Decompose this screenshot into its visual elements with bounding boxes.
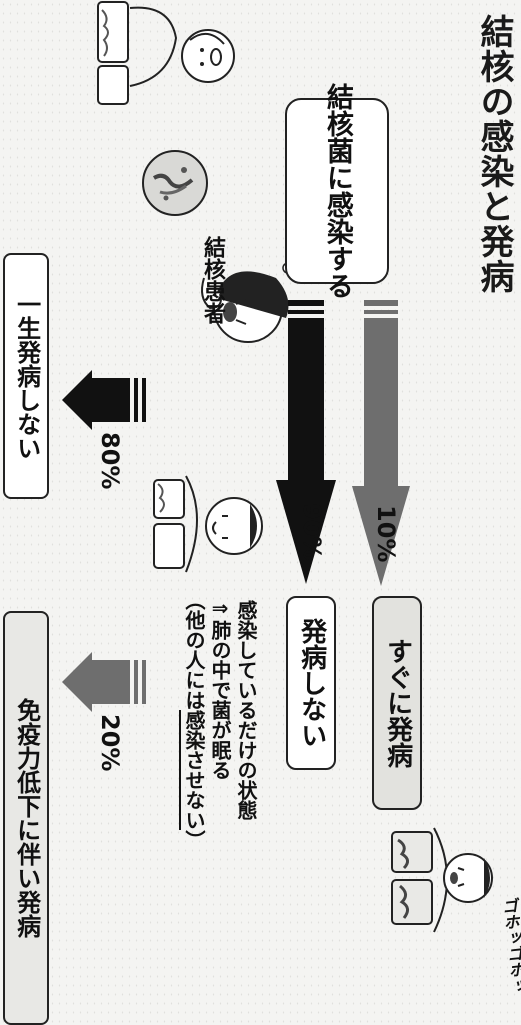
state-line-3-prefix: （他の人には (182, 590, 206, 710)
immediate-disease-text: すぐに発病 (382, 638, 413, 768)
arrow-latent (276, 300, 336, 584)
patient-lungs-illustration (97, 1, 235, 105)
coughing-patient-illustration (201, 262, 294, 343)
state-line-2: ⇒肺の中で菌が眠る (208, 596, 232, 780)
never-disease-box: 一生発病しない (3, 253, 49, 499)
infection-box-text: 結核菌に感染する (321, 83, 353, 299)
patient-label: 結核患者 (200, 236, 225, 324)
immune-decline-text: 免疫力低下に伴い発病 (12, 698, 41, 938)
sick-person-illustration (391, 827, 493, 933)
arrow-never (62, 370, 146, 430)
state-line-3-underlined: 感染させない (182, 710, 206, 830)
arrow-later (62, 652, 146, 712)
cough-sound-text: ゴホッゴホッ (498, 897, 521, 995)
latent-person-illustration (153, 475, 263, 573)
state-line-3: （他の人には感染させない） (182, 590, 206, 850)
infection-box: 結核菌に感染する (285, 83, 389, 299)
immune-decline-box: 免疫力低下に伴い発病 (3, 611, 49, 1025)
never-disease-text: 一生発病しない (12, 292, 41, 460)
state-line-3-suffix: ） (182, 830, 206, 850)
pct-latent: 90% (298, 503, 326, 561)
pct-never: 80% (96, 432, 124, 490)
state-line-1: 感染しているだけの状態 (234, 600, 258, 820)
no-disease-box: 発病しない (286, 596, 336, 770)
no-disease-text: 発病しない (296, 618, 327, 748)
page-title: 結核の感染と発病 (474, 14, 514, 294)
pct-immediate: 10% (372, 505, 400, 563)
immediate-disease-box: すぐに発病 (372, 596, 422, 810)
arrow-immediate (352, 300, 410, 586)
pct-later: 20% (96, 714, 124, 772)
bacteria-circle-illustration (142, 150, 208, 216)
